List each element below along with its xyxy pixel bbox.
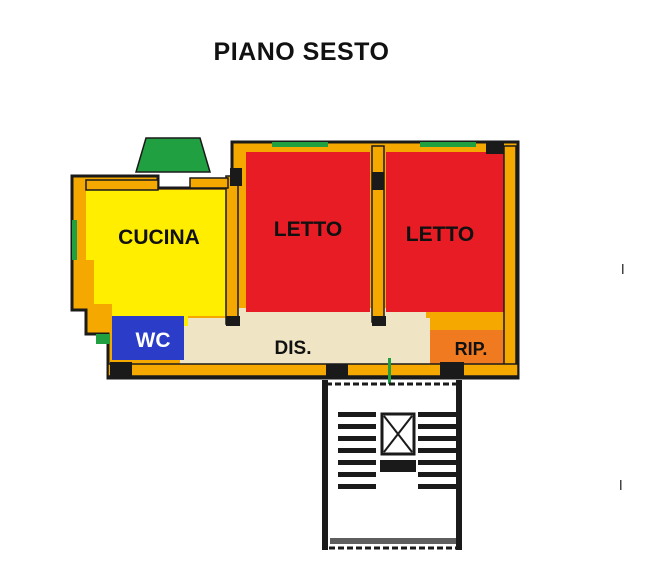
bedroom1-room xyxy=(246,152,370,312)
window-bedroom1 xyxy=(272,142,328,147)
kitchen-top-wall xyxy=(85,179,159,191)
kitchen-room xyxy=(86,190,226,326)
column-2 xyxy=(372,172,384,190)
column-3 xyxy=(486,142,504,154)
stair-treads-left xyxy=(338,412,376,489)
column-4 xyxy=(110,362,132,376)
column-1 xyxy=(230,168,242,186)
edge-mark-2 xyxy=(620,480,622,490)
stair-bottom xyxy=(330,538,456,544)
column-5 xyxy=(326,364,348,376)
column-8 xyxy=(372,316,386,326)
hall-label: DIS. xyxy=(275,338,312,359)
window-wc xyxy=(96,334,110,344)
storage-room xyxy=(430,330,504,366)
stair-treads-right xyxy=(418,412,456,489)
entrance-door-line xyxy=(388,358,391,400)
elevator-x-2 xyxy=(383,415,413,453)
window-kitchen-left xyxy=(72,220,77,260)
kitchen-balcony xyxy=(134,137,212,173)
column-7 xyxy=(226,316,240,326)
bedroom1-label: LETTO xyxy=(274,218,342,241)
column-6 xyxy=(440,362,464,376)
stair-landing xyxy=(380,460,416,472)
floor-title: PIANO SESTO xyxy=(213,38,390,66)
stairwell-left-wall xyxy=(322,380,328,550)
right-wall xyxy=(503,145,517,377)
window-bedroom2 xyxy=(420,142,476,147)
storage-label: RIP. xyxy=(455,339,488,359)
bedroom2-label: LETTO xyxy=(406,223,474,246)
wc-room xyxy=(112,316,184,360)
edge-mark-1 xyxy=(622,264,624,274)
kitchen-right-wall xyxy=(225,175,239,325)
kitchen-label: CUCINA xyxy=(118,226,200,249)
kitchen-top-wall-right xyxy=(189,177,229,189)
stairwell-right-wall xyxy=(456,380,462,550)
wc-label: WC xyxy=(136,329,171,352)
bedroom2-room xyxy=(386,152,504,312)
bottom-wall xyxy=(107,363,519,377)
stairwell xyxy=(322,380,462,550)
